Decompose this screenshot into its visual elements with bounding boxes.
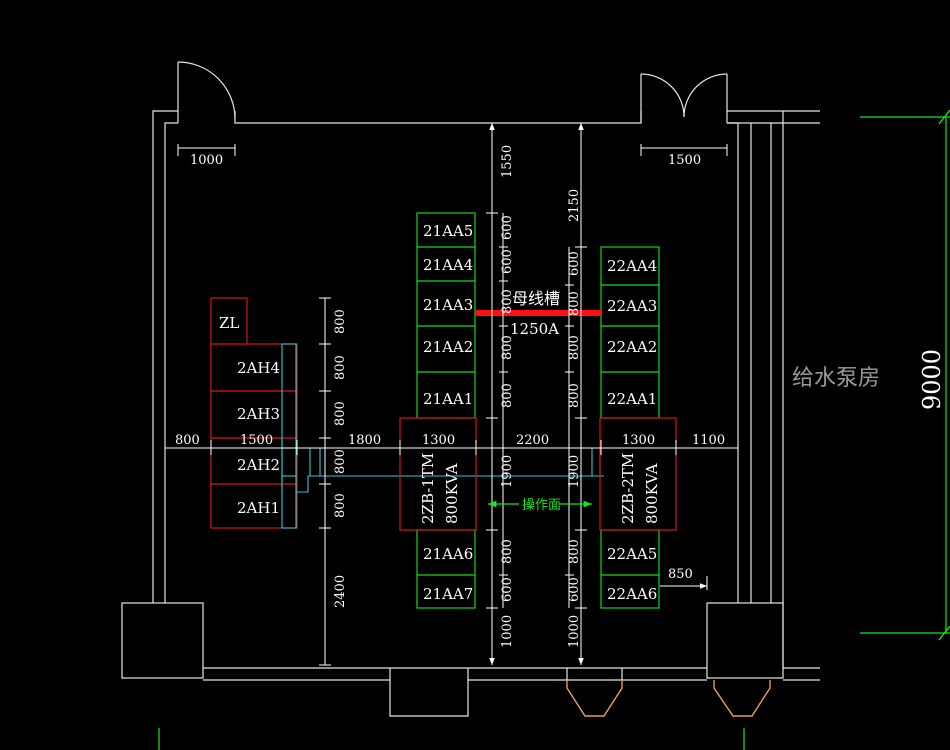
- dim-h: 1500: [240, 433, 273, 448]
- dim-h: 2200: [516, 433, 549, 448]
- dim-gap-right: 850: [668, 567, 693, 582]
- cabinet-label: 21AA6: [423, 545, 473, 563]
- cabinet-label: 21AA3: [423, 296, 473, 314]
- busbar: 母线槽 1250A: [476, 289, 601, 338]
- cabinets-right: 22AA4 22AA3 22AA2 22AA1 22AA5 22AA6: [600, 246, 660, 609]
- dim-col2: 800: [500, 383, 515, 408]
- dim-h: 1300: [422, 433, 455, 448]
- overall-dimension: 9000: [918, 349, 946, 410]
- transformer-1-name: 2ZB-1TM: [419, 453, 437, 524]
- hv-panel-label: 2AH2: [237, 456, 280, 474]
- dim-h: 1800: [348, 433, 381, 448]
- transformer-2-rating: 800KVA: [643, 463, 661, 524]
- cabinet-label: 22AA2: [607, 338, 657, 356]
- hv-panel-label: 2AH3: [237, 405, 280, 423]
- dim-hv: 800: [333, 355, 348, 380]
- cabinet-label: 22AA6: [607, 585, 657, 603]
- adjacent-room-label: 给水泵房: [792, 366, 880, 391]
- cabinet-label: 21AA1: [423, 390, 473, 408]
- cabinet-label: 21AA7: [423, 585, 473, 603]
- dim-col2: 600: [500, 215, 515, 240]
- cabinet-label: 21AA4: [423, 256, 473, 274]
- dim-hv: 800: [333, 401, 348, 426]
- dim-col2: 600: [500, 249, 515, 274]
- dim-hv: 2400: [333, 575, 348, 608]
- dimension-texts: 1000 1500 800 1500 1800 1300 2200 1300 1…: [175, 145, 725, 648]
- cabinets-left: 21AA5 21AA4 21AA3 21AA2 21AA1 21AA6 21AA…: [416, 212, 476, 609]
- transformer-1-rating: 800KVA: [443, 463, 461, 524]
- cabinet-label: 21AA5: [423, 222, 473, 240]
- dim-col2: 800: [500, 539, 515, 564]
- dim-col2: 600: [500, 577, 515, 602]
- dim-col1: 1000: [500, 615, 515, 648]
- cabinet-label: 22AA3: [607, 297, 657, 315]
- dim-hv: 800: [333, 309, 348, 334]
- operation-face-label: 操作面: [522, 497, 561, 513]
- dim-door-right: 1500: [668, 153, 701, 168]
- dim-col2: 800: [500, 289, 515, 314]
- dim-col4: 600: [567, 251, 582, 276]
- dimension-lines: [158, 109, 950, 750]
- room-walls: [121, 61, 820, 717]
- cabinet-label: 22AA4: [607, 257, 657, 275]
- dim-col1: 1550: [500, 145, 515, 178]
- dim-h: 800: [175, 433, 200, 448]
- dim-h: 1300: [622, 433, 655, 448]
- dim-col4: 800: [567, 291, 582, 316]
- cabinet-label: 22AA5: [607, 545, 657, 563]
- transformers: 2ZB-1TM 800KVA 2ZB-2TM 800KVA: [399, 417, 677, 531]
- hv-panel-label: 2AH1: [237, 499, 280, 517]
- busbar-rating: 1250A: [510, 320, 559, 338]
- dim-col1: 1900: [500, 455, 515, 488]
- dim-col4: 800: [567, 335, 582, 360]
- busbar-name: 母线槽: [512, 289, 560, 308]
- dim-col4: 600: [567, 577, 582, 602]
- dim-col4: 800: [567, 383, 582, 408]
- transformer-1: [399, 417, 477, 531]
- hv-panel-label: 2AH4: [237, 359, 280, 377]
- drain-pits: [566, 668, 771, 717]
- dim-col3: 1000: [567, 615, 582, 648]
- dim-hv: 800: [333, 449, 348, 474]
- hv-panels: ZL 2AH4 2AH3 2AH2 2AH1: [210, 297, 298, 529]
- hv-panel-label: ZL: [219, 314, 239, 332]
- dim-hv: 800: [333, 493, 348, 518]
- dim-col4: 800: [567, 539, 582, 564]
- dim-door-left: 1000: [190, 153, 223, 168]
- dim-col2: 800: [500, 335, 515, 360]
- cabinet-label: 21AA2: [423, 338, 473, 356]
- cabinet-label: 22AA1: [607, 390, 657, 408]
- transformer-2: [599, 417, 677, 531]
- dim-col3: 1900: [567, 455, 582, 488]
- dim-col3: 2150: [567, 189, 582, 222]
- transformer-2-name: 2ZB-2TM: [619, 453, 637, 524]
- dim-h: 1100: [692, 433, 725, 448]
